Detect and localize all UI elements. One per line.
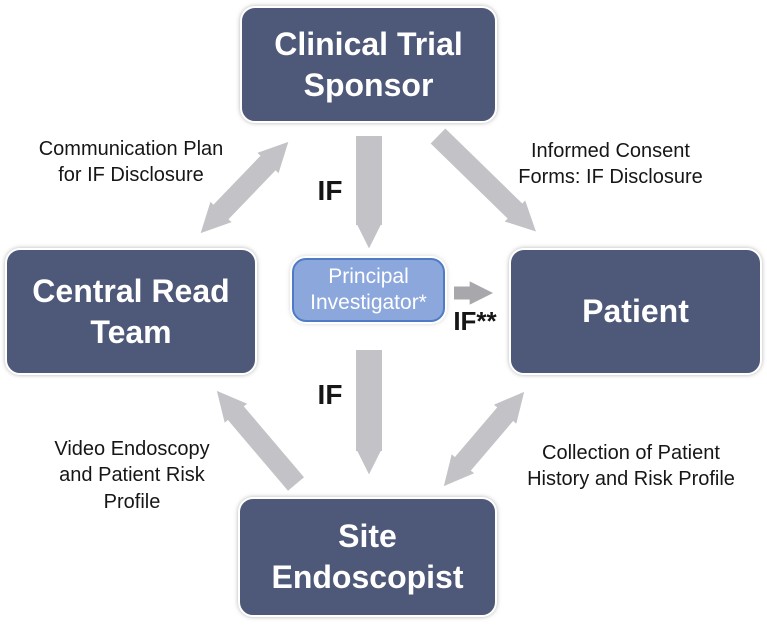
node-label-line: Principal [328,264,409,288]
edge-label-line: Profile [103,490,161,513]
arrow-patient-site-bidirectional [443,391,525,487]
edge-label-communication-plan: Communication Plan for IF Disclosure [0,136,262,189]
edge-label-line: Forms: IF Disclosure [518,166,703,189]
node-label-line: Patient [582,293,689,330]
node-label-line: Team [90,313,172,350]
node-label-line: Site [338,518,397,555]
edge-label-if-pi-patient: IF** [453,306,497,336]
edge-label-line: Informed Consent [531,140,690,162]
arrow-sponsor-central-bidirectional [200,141,289,234]
edge-label-video-endoscopy: Video Endoscopy and Patient Risk Profile [8,436,256,515]
edge-label-line: Video Endoscopy [54,438,210,460]
node-label-line: Central Read [32,272,230,309]
node-site-endoscopist: Site Endoscopist [238,497,497,617]
node-label-line: Clinical Trial [274,25,463,62]
arrow-site-to-central-read [216,390,305,491]
edge-label-if-sponsor-pi: IF [317,175,343,206]
edge-label-if-pi-site: IF [317,379,343,410]
edge-label-collection-patient-history: Collection of Patient History and Risk P… [498,440,764,493]
edge-label-line: and Patient Risk [59,464,205,487]
node-label-line: Investigator* [310,291,427,314]
node-label-line: Endoscopist [271,559,464,595]
edge-label-line: for IF Disclosure [58,164,204,187]
node-clinical-trial-sponsor: Clinical Trial Sponsor [240,6,497,123]
node-label-line: Sponsor [303,66,434,103]
node-principal-investigator: Principal Investigator* [292,258,445,322]
edge-label-line: Collection of Patient [542,442,720,464]
edge-label-line: Communication Plan [38,138,224,160]
node-patient: Patient [509,248,762,375]
edge-label-informed-consent: Informed Consent Forms: IF Disclosure [488,138,733,191]
edge-label-line: History and Risk Profile [527,468,735,491]
arrow-sponsor-to-patient [430,128,536,232]
node-central-read-team: Central Read Team [5,248,257,375]
